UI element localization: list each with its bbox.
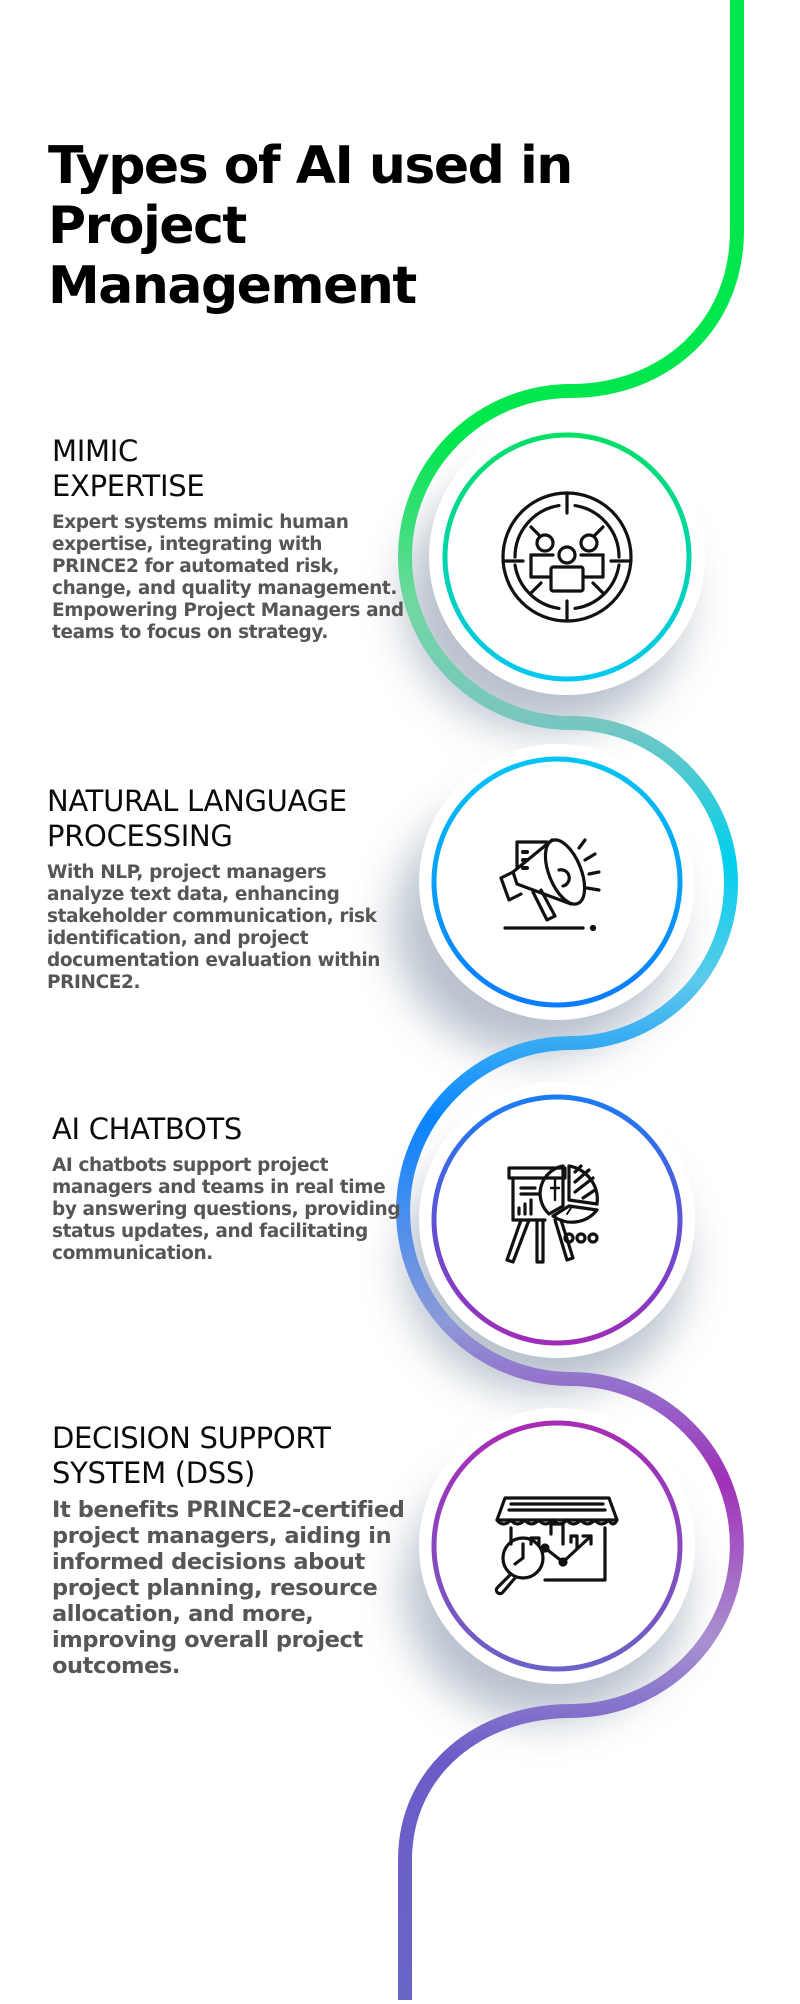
heading-line: SYSTEM (DSS) <box>52 1456 255 1490</box>
step-circle-3 <box>419 1082 695 1358</box>
megaphone-icon <box>499 838 601 932</box>
section-decision-support-system: DECISION SUPPORT SYSTEM (DSS) It benefit… <box>52 1421 412 1679</box>
store-analytics-icon <box>494 1496 619 1596</box>
section-body: AI chatbots support project managers and… <box>52 1155 401 1264</box>
heading-line: DECISION SUPPORT <box>52 1421 331 1455</box>
section-body: Expert systems mimic human expertise, in… <box>52 512 404 643</box>
timeline-path <box>396 0 744 2000</box>
section-heading: MIMIC EXPERTISE <box>52 434 412 504</box>
section-body: With NLP, project managers analyze text … <box>47 862 381 993</box>
section-heading: AI CHATBOTS <box>52 1112 412 1147</box>
section-heading: DECISION SUPPORT SYSTEM (DSS) <box>52 1421 412 1491</box>
section-body: It benefits PRINCE2-certified project ma… <box>52 1497 405 1679</box>
section-heading: NATURAL LANGUAGE PROCESSING <box>47 784 407 854</box>
heading-line: EXPERTISE <box>52 469 205 503</box>
presentation-pie-chart-icon <box>505 1164 599 1264</box>
heading-line: NATURAL LANGUAGE <box>47 784 347 818</box>
section-mimic-expertise: MIMIC EXPERTISE Expert systems mimic hum… <box>52 434 412 644</box>
target-team-icon <box>501 491 633 623</box>
step-circle-4 <box>419 1408 695 1684</box>
page-title: Types of AI used in Project Management <box>48 136 573 316</box>
section-ai-chatbots: AI CHATBOTS AI chatbots support project … <box>52 1112 412 1265</box>
section-natural-language-processing: NATURAL LANGUAGE PROCESSING With NLP, pr… <box>47 784 407 994</box>
heading-line: PROCESSING <box>47 819 233 853</box>
step-circle-2 <box>419 744 695 1020</box>
step-circle-1 <box>429 419 705 695</box>
heading-line: AI CHATBOTS <box>52 1112 243 1146</box>
heading-line: MIMIC <box>52 434 138 468</box>
